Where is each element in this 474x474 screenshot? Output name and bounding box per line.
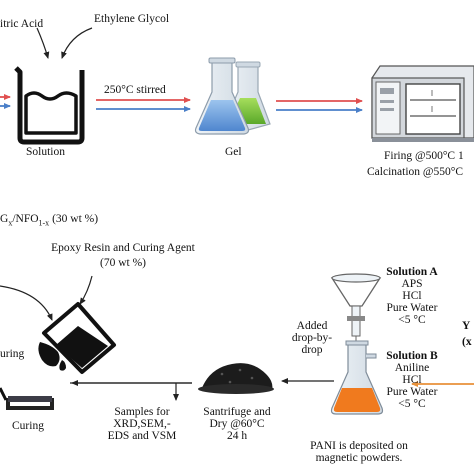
solution-b-item-1: Aniline xyxy=(394,362,430,374)
right-y-label: Y xyxy=(462,320,471,332)
samples-line-3: EDS and VSM xyxy=(107,430,177,442)
gel-flasks-icon xyxy=(194,57,271,135)
nitric-acid-label: itric Acid xyxy=(0,18,44,30)
epoxy-line-1: Epoxy Resin and Curing Agent xyxy=(51,242,195,254)
pani-line-1: PANI is deposited on xyxy=(310,440,408,452)
beaker-icon xyxy=(14,66,85,145)
epoxy-label: Epoxy Resin and Curing Agent (70 wt %) xyxy=(38,242,208,270)
curing-label: Curing xyxy=(12,420,44,432)
composite-title-main: G xyxy=(0,213,9,225)
solution-a-item-4: <5 °C xyxy=(398,314,426,326)
solution-b-item-4: <5 °C xyxy=(398,398,426,410)
composite-title-sub-1x: 1-x xyxy=(38,218,50,228)
pani-line-2: magnetic powders. xyxy=(315,452,403,464)
composite-to-funnel-arrow xyxy=(0,275,93,321)
uring-label: uring xyxy=(0,348,25,360)
solution-b-item-2: HCl xyxy=(402,374,422,386)
composite-title-tail: (30 wt %) xyxy=(49,213,99,225)
pani-label: PANI is deposited on magnetic powders. xyxy=(300,440,418,464)
solution-a-item-1: APS xyxy=(401,278,423,290)
santrifuge-line-2: Dry @60°C xyxy=(209,418,265,430)
firing-label: Firing @500°C 1 xyxy=(384,150,464,162)
solution-label: Solution xyxy=(26,146,65,158)
stirred-arrows xyxy=(96,97,191,112)
composite-title: Gx/NFO1-x (30 wt %) xyxy=(0,213,98,229)
added-line-3: drop xyxy=(301,344,323,356)
furnace-icon xyxy=(371,65,474,142)
solution-b-item-3: Pure Water xyxy=(386,386,438,398)
powder-pile-icon xyxy=(198,363,274,394)
gel-to-furnace-arrows xyxy=(276,98,363,113)
composite-title-mid: /NFO xyxy=(12,213,39,225)
stirred-label: 250°C stirred xyxy=(104,84,166,96)
solution-a-item-2: HCl xyxy=(402,290,422,302)
reagent-arrows xyxy=(36,27,93,59)
solution-b-label: Solution B Aniline HCl Pure Water <5 °C xyxy=(380,350,444,410)
input-arrows-left xyxy=(0,94,11,109)
santrifuge-line-1: Santrifuge and xyxy=(203,406,271,418)
solution-a-item-3: Pure Water xyxy=(386,302,438,314)
bottom-flow-arrows xyxy=(70,378,474,401)
added-label: Added drop-by- drop xyxy=(286,320,338,356)
added-line-2: drop-by- xyxy=(291,332,333,344)
resin-funnel-icon xyxy=(38,302,116,374)
solution-b-title: Solution B xyxy=(386,350,438,362)
composite-title-sub-x: x xyxy=(8,218,13,228)
separatory-funnel-icon xyxy=(330,273,382,344)
santrifuge-line-3: 24 h xyxy=(226,430,248,442)
epoxy-line-2: (70 wt %) xyxy=(100,257,146,269)
santrifuge-label: Santrifuge and Dry @60°C 24 h xyxy=(194,406,280,442)
ethylene-glycol-label: Ethylene Glycol xyxy=(94,13,170,25)
added-line-1: Added xyxy=(296,320,328,332)
samples-line-2: XRD,SEM,- xyxy=(113,418,171,430)
solution-a-label: Solution A APS HCl Pure Water <5 °C xyxy=(380,266,444,326)
calcination-label: Calcination @550°C xyxy=(367,166,463,178)
gel-label: Gel xyxy=(225,146,242,158)
solution-a-title: Solution A xyxy=(386,266,438,278)
samples-line-1: Samples for xyxy=(114,406,170,418)
right-x-label: (x xyxy=(462,336,472,348)
curing-mold-icon xyxy=(0,387,54,410)
pani-flask-icon xyxy=(330,340,384,415)
samples-label: Samples for XRD,SEM,- EDS and VSM xyxy=(104,406,180,442)
